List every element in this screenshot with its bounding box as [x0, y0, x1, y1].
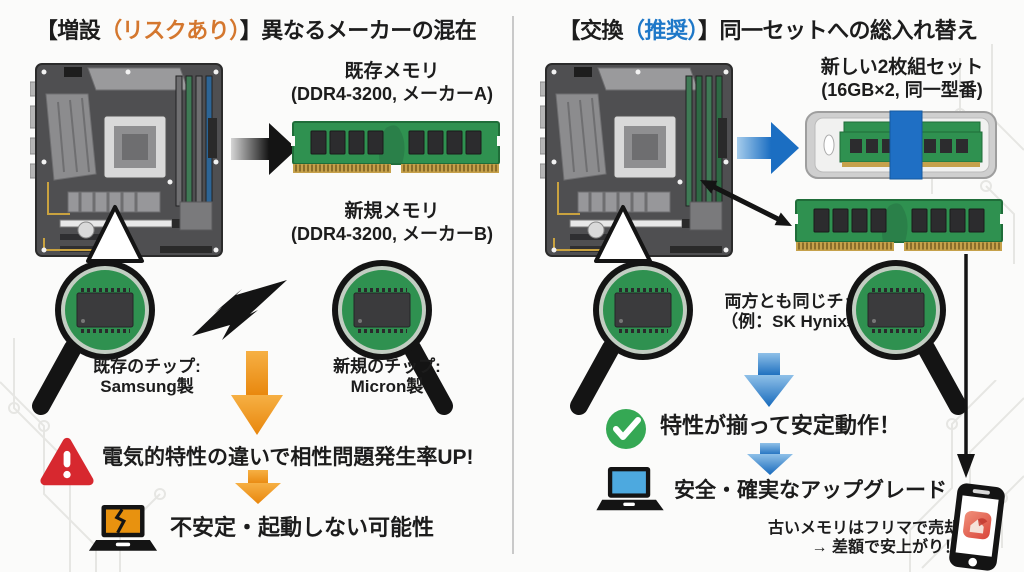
warning-triangle-icon	[40, 437, 94, 486]
panel-divider	[512, 16, 514, 554]
magnifier-new-chip-icon	[332, 260, 453, 415]
broken-laptop-icon	[88, 505, 158, 551]
instability-result-text: 不安定・起動しない可能性	[170, 515, 435, 540]
magnifier-same-chip-right-icon	[846, 260, 967, 415]
new-chip-line1: 新規のチップ:	[333, 357, 441, 376]
existing-chip-line2: Samsung製	[100, 377, 194, 397]
arrow-down-blue-icon	[744, 353, 794, 407]
new-memory-label: 新規メモリ (DDR4-3200, メーカーB)	[272, 201, 512, 245]
new-chip-label: 新規のチップ: Micron製	[292, 357, 482, 398]
stable-operation-text: 特性が揃って安定動作！	[660, 413, 901, 438]
arrow-down-orange-icon	[231, 351, 283, 435]
memory-blister-pack-illustration	[805, 110, 997, 180]
arrow-down-orange-icon	[235, 470, 281, 504]
magnifier-same-chip-left-icon	[570, 260, 693, 415]
left-title-prefix: 【増設	[35, 18, 101, 43]
existing-memory-label: 既存メモリ (DDR4-3200, メーカーA)	[272, 61, 512, 105]
new-set-label: 新しい2枚組セット (16GB×2, 同一型番)	[780, 57, 1024, 101]
ram-module-illustration	[291, 121, 501, 173]
left-title-accent: （リスクあり）	[100, 18, 240, 43]
right-title-suffix: 】同一セットへの総入れ替え	[698, 18, 978, 43]
arrow-right-blue-icon	[737, 122, 799, 174]
same-chip-line1: 両方とも同じチップ	[724, 292, 878, 311]
right-title-prefix: 【交換	[558, 18, 623, 43]
ram-module-illustration	[794, 199, 1004, 251]
left-title: 【増設（リスクあり）】異なるメーカーの混在	[0, 13, 512, 45]
left-title-suffix: 】異なるメーカーの混在	[239, 18, 477, 43]
resale-note-line1: 古いメモリはフリマで売却	[767, 520, 960, 537]
laptop-icon	[596, 467, 664, 511]
magnifier-existing-chip-icon	[32, 260, 155, 415]
existing-chip-line1: 既存のチップ:	[93, 357, 201, 376]
motherboard-illustration-left	[30, 63, 223, 257]
new-memory-line1: 新規メモリ	[344, 201, 440, 222]
right-title: 【交換（推奨）】同一セットへの総入れ替え	[512, 13, 1024, 45]
magnifier-callout-wedge	[594, 205, 652, 263]
right-title-accent: （推奨）	[622, 18, 699, 43]
resale-note: 古いメモリはフリマで売却 → 差額で安上がり！	[700, 519, 960, 557]
existing-chip-label: 既存のチップ: Samsung製	[52, 357, 242, 398]
existing-memory-line2: (DDR4-3200, メーカーA)	[290, 83, 494, 104]
conflict-lightning-icon	[192, 280, 287, 340]
new-memory-line2: (DDR4-3200, メーカーB)	[290, 223, 494, 244]
arrow-down-blue-icon	[747, 443, 793, 475]
new-set-line2: (16GB×2, 同一型番)	[821, 79, 983, 100]
magnifier-callout-wedge	[86, 205, 144, 263]
existing-memory-line1: 既存メモリ	[344, 61, 440, 82]
same-chip-label: 両方とも同じチップ （例：SK Hynix製）	[688, 292, 914, 333]
sell-old-memory-arrow-icon	[957, 254, 975, 478]
new-chip-line2: Micron製	[350, 377, 424, 397]
new-set-line1: 新しい2枚組セット	[820, 57, 984, 78]
smartphone-flea-market-icon	[949, 483, 1005, 571]
same-chip-line2: （例：SK Hynix製）	[721, 312, 881, 332]
compatibility-warning-text: 電気的特性の違いで相性問題発生率UP!	[102, 446, 474, 469]
check-circle-icon	[606, 409, 646, 449]
arrow-right-gray-icon	[231, 123, 297, 175]
swap-double-arrow-icon	[700, 180, 792, 226]
safe-upgrade-text: 安全・確実なアップグレード	[674, 479, 947, 502]
resale-note-line2: → 差額で安上がり！	[811, 539, 960, 557]
